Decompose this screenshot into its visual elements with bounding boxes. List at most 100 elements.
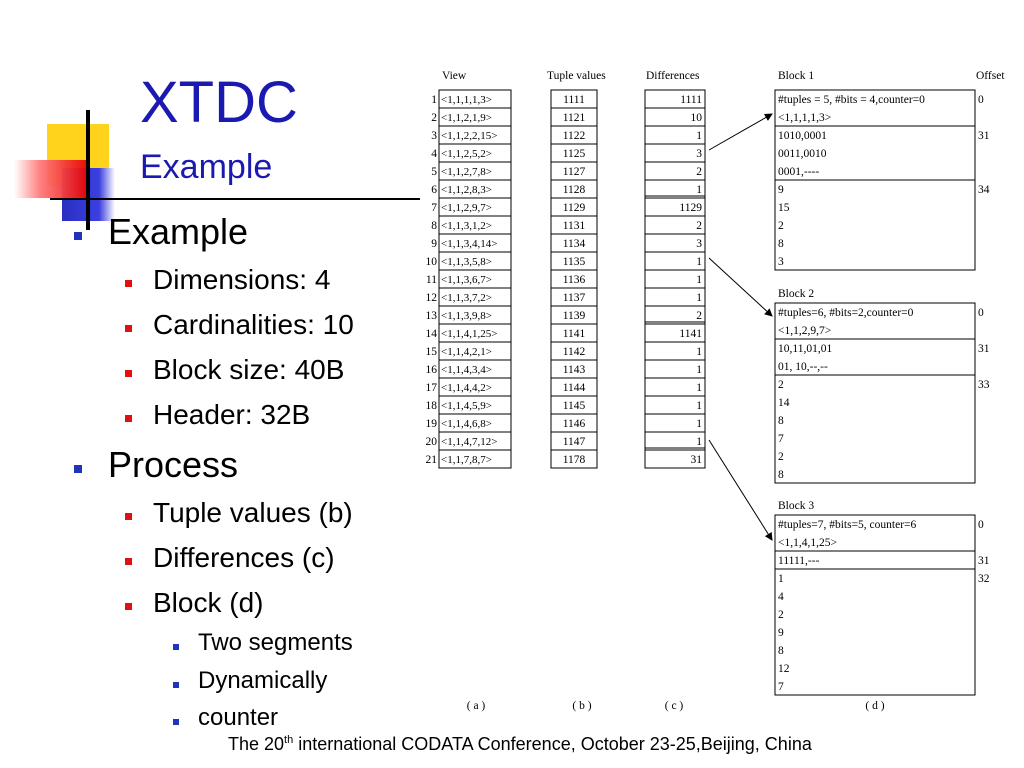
view-value: <1,1,3,5,8> bbox=[441, 256, 492, 268]
block-line: 2 bbox=[778, 609, 784, 621]
difference-value: 3 bbox=[696, 148, 702, 160]
offset-value: 31 bbox=[978, 343, 990, 355]
block-2-box bbox=[774, 302, 976, 484]
offset-value: 32 bbox=[978, 573, 990, 585]
bullet-tuple-values: Tuple values (b) bbox=[153, 497, 353, 528]
bullet-differences: Differences (c) bbox=[153, 542, 335, 573]
row-number: 2 bbox=[431, 112, 437, 124]
row-number: 17 bbox=[426, 382, 438, 394]
block-3-box bbox=[774, 514, 976, 696]
view-value: <1,1,2,8,3> bbox=[441, 184, 492, 196]
tuple-value: 1134 bbox=[563, 238, 586, 250]
bullet-marker bbox=[125, 603, 132, 610]
bullet-cardinalities: Cardinalities: 10 bbox=[153, 309, 354, 340]
difference-value: 1141 bbox=[679, 328, 702, 340]
bullet-marker bbox=[125, 415, 132, 422]
block-line: <1,1,4,1,25> bbox=[778, 537, 837, 549]
difference-value: 2 bbox=[696, 166, 702, 178]
offset-value: 0 bbox=[978, 94, 984, 106]
view-value: <1,1,4,1,25> bbox=[441, 328, 497, 340]
bullet-example: Example bbox=[108, 211, 249, 252]
difference-value: 2 bbox=[696, 220, 702, 232]
bullet-marker bbox=[125, 370, 132, 377]
view-value: <1,1,4,7,12> bbox=[441, 436, 497, 448]
offset-value: 0 bbox=[978, 307, 984, 319]
block-line: 15 bbox=[778, 202, 790, 214]
tuple-value: 1121 bbox=[563, 112, 586, 124]
block-3-label: Block 3 bbox=[778, 500, 814, 512]
view-value: <1,1,3,4,14> bbox=[441, 238, 497, 250]
bullet-counter: counter bbox=[198, 704, 279, 731]
block-line: 0001,---- bbox=[778, 166, 819, 178]
differences-header: Differences bbox=[646, 70, 700, 82]
view-value: <1,1,1,1,3> bbox=[441, 94, 492, 106]
row-number: 9 bbox=[431, 238, 437, 250]
difference-value: 1 bbox=[696, 346, 702, 358]
bullet-marker bbox=[125, 325, 132, 332]
block-line: 3 bbox=[778, 256, 784, 268]
bullet-dynamically: Dynamically bbox=[198, 667, 328, 694]
panel-label: ( c ) bbox=[665, 700, 684, 712]
view-value: <1,1,2,7,8> bbox=[441, 166, 492, 178]
block-line: 2 bbox=[778, 379, 784, 391]
difference-cell bbox=[644, 449, 706, 469]
row-number: 13 bbox=[426, 310, 438, 322]
tuple-value: 1128 bbox=[563, 184, 586, 196]
block-arrow bbox=[708, 257, 773, 317]
row-number: 1 bbox=[431, 94, 437, 106]
view-value: <1,1,4,3,4> bbox=[441, 364, 492, 376]
block-line: 1010,0001 bbox=[778, 130, 827, 142]
block-line: 7 bbox=[778, 433, 784, 445]
view-value: <1,1,4,4,2> bbox=[441, 382, 492, 394]
bullet-marker bbox=[125, 280, 132, 287]
tuple-value: 1137 bbox=[563, 292, 586, 304]
difference-value: 3 bbox=[696, 238, 702, 250]
row-number: 18 bbox=[426, 400, 438, 412]
tuple-value: 1125 bbox=[563, 148, 586, 160]
view-header: View bbox=[442, 70, 467, 82]
tuple-value: 1142 bbox=[563, 346, 586, 358]
row-number: 16 bbox=[426, 364, 438, 376]
row-number: 5 bbox=[431, 166, 437, 178]
tuple-values-header: Tuple values bbox=[547, 70, 606, 82]
block-line: 2 bbox=[778, 451, 784, 463]
block-line: <1,1,1,1,3> bbox=[778, 112, 831, 124]
tuple-value: 1129 bbox=[563, 202, 586, 214]
footer-text: The 20th international CODATA Conference… bbox=[228, 734, 812, 754]
row-number: 21 bbox=[426, 454, 438, 466]
block-2-label: Block 2 bbox=[778, 288, 814, 300]
block-line: 7 bbox=[778, 681, 784, 693]
block-line: 12 bbox=[778, 663, 790, 675]
block-line: 9 bbox=[778, 184, 784, 196]
view-value: <1,1,2,9,7> bbox=[441, 202, 492, 214]
offset-value: 31 bbox=[978, 130, 990, 142]
block-line: 01, 10,--,-- bbox=[778, 361, 828, 373]
difference-value: 1 bbox=[696, 400, 702, 412]
tuple-value: 1122 bbox=[563, 130, 586, 142]
tuple-value: 1139 bbox=[563, 310, 586, 322]
row-number: 15 bbox=[426, 346, 438, 358]
tuple-value: 1127 bbox=[563, 166, 586, 178]
block-line: 8 bbox=[778, 645, 784, 657]
row-number: 3 bbox=[431, 130, 437, 142]
row-number: 12 bbox=[426, 292, 438, 304]
difference-value: 1 bbox=[696, 436, 702, 448]
view-value: <1,1,4,5,9> bbox=[441, 400, 492, 412]
view-value: <1,1,7,8,7> bbox=[441, 454, 492, 466]
block-arrow bbox=[708, 439, 773, 541]
panel-label: ( a ) bbox=[467, 700, 486, 712]
view-value: <1,1,2,5,2> bbox=[441, 148, 492, 160]
block-line: 2 bbox=[778, 220, 784, 232]
bullet-marker bbox=[125, 513, 132, 520]
block-1-header: Block 1 bbox=[778, 70, 814, 82]
block-line: 11111,--- bbox=[778, 555, 820, 567]
bullet-marker bbox=[74, 465, 82, 473]
title-underline bbox=[50, 198, 420, 200]
difference-value: 1129 bbox=[679, 202, 702, 214]
row-number: 4 bbox=[431, 148, 437, 160]
row-number: 19 bbox=[426, 418, 438, 430]
panel-label: ( b ) bbox=[572, 700, 591, 712]
view-value: <1,1,4,6,8> bbox=[441, 418, 492, 430]
tuple-cell bbox=[550, 449, 598, 469]
